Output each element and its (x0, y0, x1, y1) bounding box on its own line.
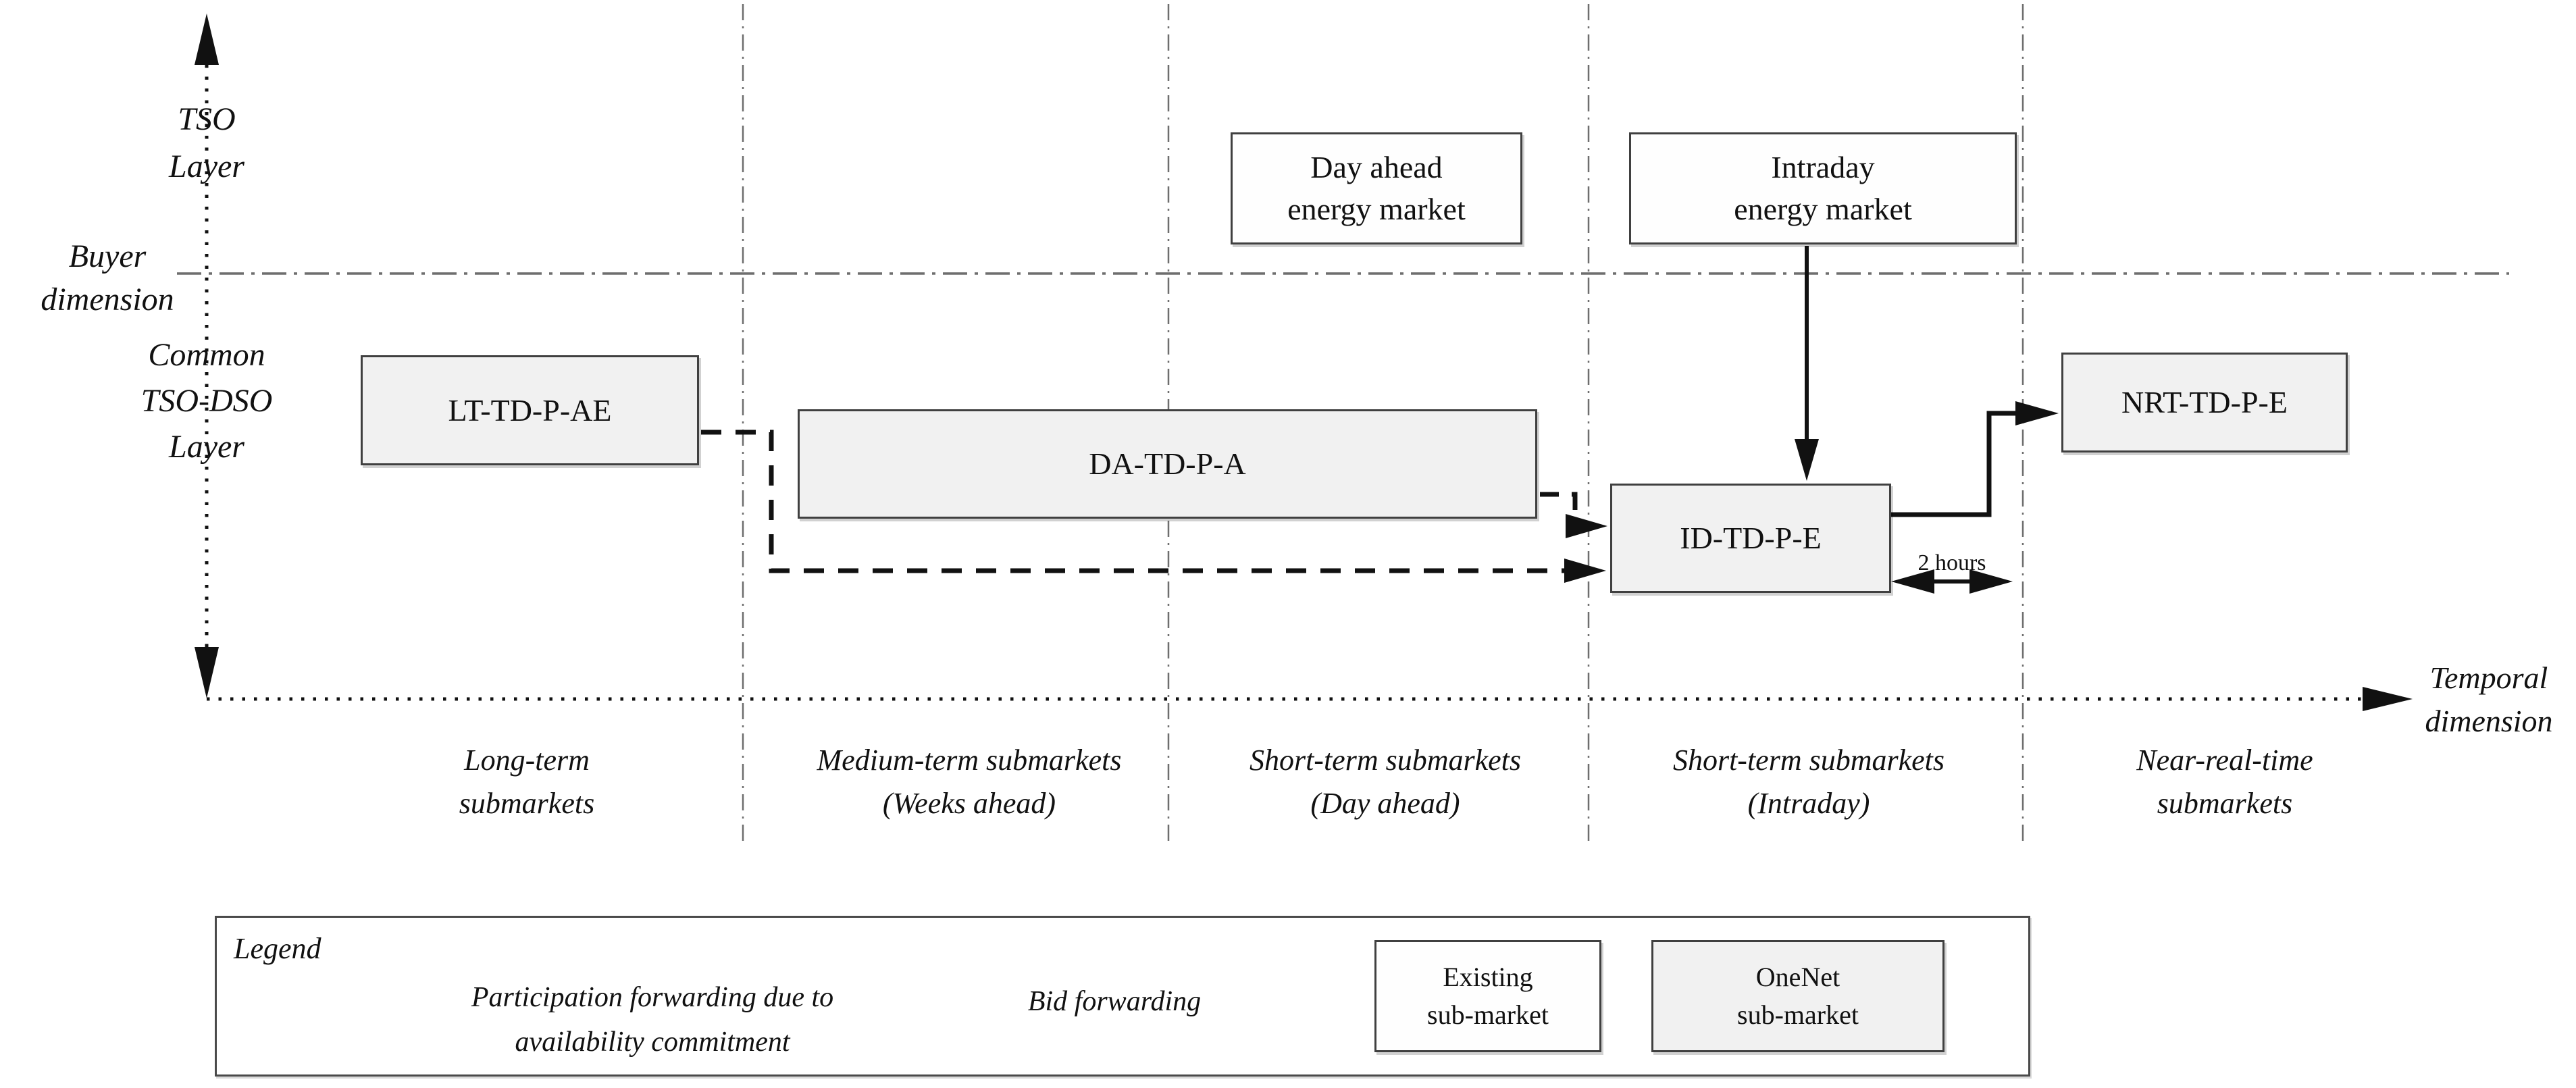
id-td-p-e-label: ID-TD-P-E (1680, 521, 1822, 555)
legend-dashed-line1: Participation forwarding due to (471, 982, 834, 1013)
zone2-line1: Medium-term submarkets (817, 744, 1122, 777)
lt-td-p-ae-label: LT-TD-P-AE (448, 392, 612, 428)
zone-label-medium-term: Medium-term submarkets (Weeks ahead) (746, 739, 1192, 825)
zone3-line1: Short-term submarkets (1249, 744, 1522, 777)
temporal-dimension-label: Temporal dimension (2402, 656, 2576, 743)
participation-arrow-lt-head-icon (1564, 559, 1606, 583)
temporal-axis-arrow-icon (2363, 687, 2413, 711)
two-hours-right-arrow-icon (1969, 569, 2013, 594)
zone-label-near-real-time: Near-real-time submarkets (2002, 739, 2448, 825)
buyer-dimension-line1: Buyer (68, 238, 147, 274)
buyer-dimension-label: Buyer dimension (3, 235, 212, 321)
nrt-td-p-e-label: NRT-TD-P-E (2121, 385, 2288, 419)
tso-layer-line2: Layer (169, 149, 244, 184)
legend-onenet-line2: sub-market (1737, 1000, 1859, 1030)
legend-existing-line2: sub-market (1427, 1000, 1549, 1030)
common-layer-line1: Common (148, 337, 265, 373)
legend-dashed-arrow-label: Participation forwarding due to availabi… (382, 975, 923, 1064)
buyer-axis-up-arrow-icon (195, 14, 219, 65)
legend-existing-line1: Existing (1443, 962, 1533, 992)
zone-label-long-term: Long-term submarkets (304, 739, 750, 825)
zone3-line2: (Day ahead) (1310, 787, 1460, 820)
intraday-line2: energy market (1734, 192, 1912, 226)
zone1-line2: submarkets (459, 787, 595, 820)
legend-title: Legend (234, 932, 321, 965)
day-ahead-line2: energy market (1287, 192, 1466, 226)
intraday-line1: Intraday (1771, 150, 1875, 184)
zone5-line1: Near-real-time (2136, 744, 2313, 777)
legend-onenet-submarket-box: OneNet sub-market (1651, 940, 1944, 1052)
temporal-dimension-line2: dimension (2425, 704, 2553, 738)
common-layer-line3: Layer (169, 429, 244, 465)
common-layer-line2: TSO-DSO (140, 383, 273, 419)
tso-layer-line1: TSO (178, 101, 236, 137)
intraday-energy-market-box: Intraday energy market (1629, 132, 2017, 244)
day-ahead-line1: Day ahead (1310, 150, 1443, 184)
zone-label-short-term-intraday: Short-term submarkets (Intraday) (1586, 739, 2032, 825)
id-td-p-e-box: ID-TD-P-E (1610, 484, 1891, 593)
bid-arrow-intraday-head-icon (1795, 439, 1819, 481)
zone2-line2: (Weeks ahead) (882, 787, 1056, 820)
zone1-line1: Long-term (464, 744, 590, 777)
buyer-dimension-line2: dimension (41, 282, 174, 317)
legend-dashed-line2: availability commitment (515, 1027, 790, 1058)
legend-existing-submarket-box: Existing sub-market (1374, 940, 1601, 1052)
two-hours-left-arrow-icon (1891, 569, 1934, 594)
lt-td-p-ae-box: LT-TD-P-AE (361, 355, 699, 465)
legend-onenet-line1: OneNet (1755, 962, 1840, 992)
zone5-line2: submarkets (2157, 787, 2293, 820)
buyer-axis-down-arrow-icon (195, 647, 219, 698)
tso-layer-label: TSO Layer (72, 96, 342, 190)
participation-arrow-da-head-icon (1566, 514, 1607, 538)
two-hours-label: 2 hours (1917, 550, 1986, 575)
day-ahead-energy-market-box: Day ahead energy market (1231, 132, 1522, 244)
common-tso-dso-layer-label: Common TSO-DSO Layer (72, 332, 342, 470)
zone4-line2: (Intraday) (1747, 787, 1870, 820)
zone-label-short-term-day-ahead: Short-term submarkets (Day ahead) (1162, 739, 1608, 825)
participation-arrow-lt-to-id (701, 430, 1564, 573)
zone4-line1: Short-term submarkets (1672, 744, 1945, 777)
temporal-dimension-line1: Temporal (2429, 660, 2548, 695)
legend-solid-arrow-label: Bid forwarding (1027, 986, 1202, 1017)
da-td-p-a-label: DA-TD-P-A (1089, 446, 1246, 481)
bid-arrow-id-to-nrt (1891, 411, 2017, 517)
nrt-td-p-e-box: NRT-TD-P-E (2061, 353, 2348, 452)
da-td-p-a-box: DA-TD-P-A (798, 409, 1537, 519)
bid-arrow-nrt-head-icon (2015, 401, 2059, 425)
